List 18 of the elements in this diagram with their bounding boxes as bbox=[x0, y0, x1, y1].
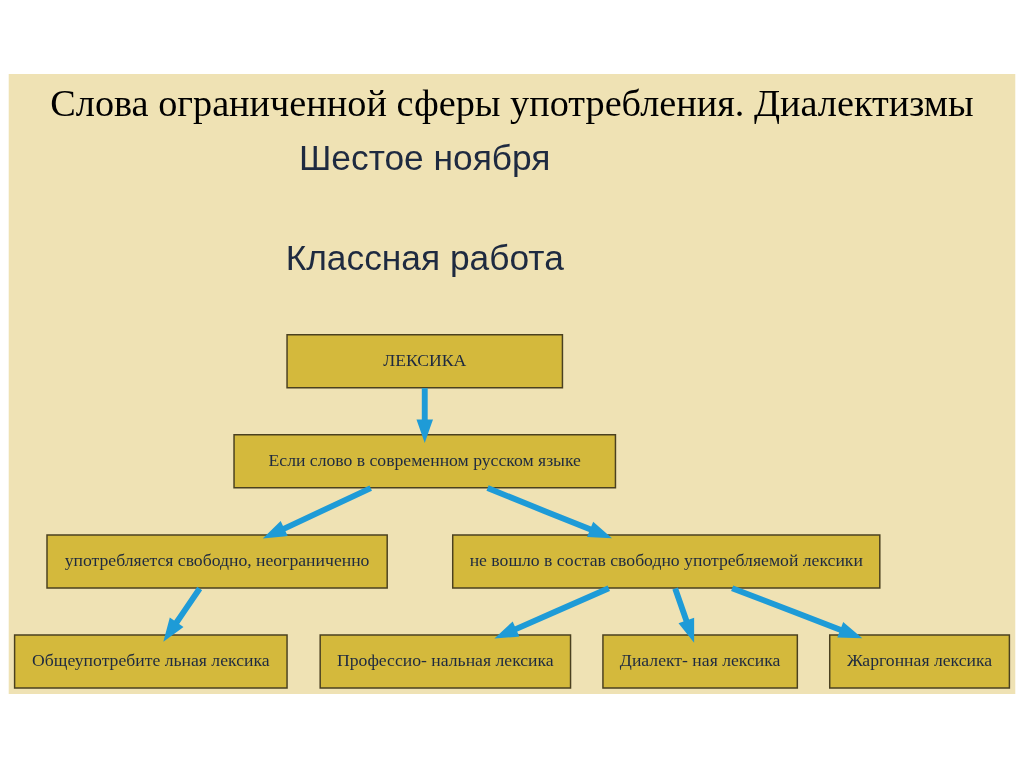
node-box: Диалект- ная лексика bbox=[602, 633, 799, 689]
label: Шестое ноября bbox=[298, 137, 551, 177]
arrow bbox=[486, 484, 612, 538]
node-box: употребляется свободно, неограниченно bbox=[46, 533, 388, 589]
label: Классная работа bbox=[285, 237, 564, 277]
arrow bbox=[416, 387, 434, 443]
node-box: не вошло в состав свободно употребляемой лексики bbox=[452, 533, 881, 589]
arrow bbox=[731, 584, 863, 638]
node-box: Общеупотребите льная лексика bbox=[13, 633, 288, 689]
arrow bbox=[672, 587, 695, 643]
node-box: Жаргонная лексика bbox=[829, 633, 1011, 689]
arrow bbox=[163, 586, 203, 642]
arrow bbox=[494, 585, 610, 639]
arrow bbox=[262, 484, 372, 539]
node-box: Профессио- нальная лексика bbox=[319, 633, 572, 689]
node-box: ЛЕКСИКА bbox=[286, 333, 564, 388]
node-box: Если слово в современном русском языке bbox=[233, 433, 617, 489]
diagram-title: Слова ограниченной сферы употребления. Диалектизмы bbox=[50, 81, 974, 124]
